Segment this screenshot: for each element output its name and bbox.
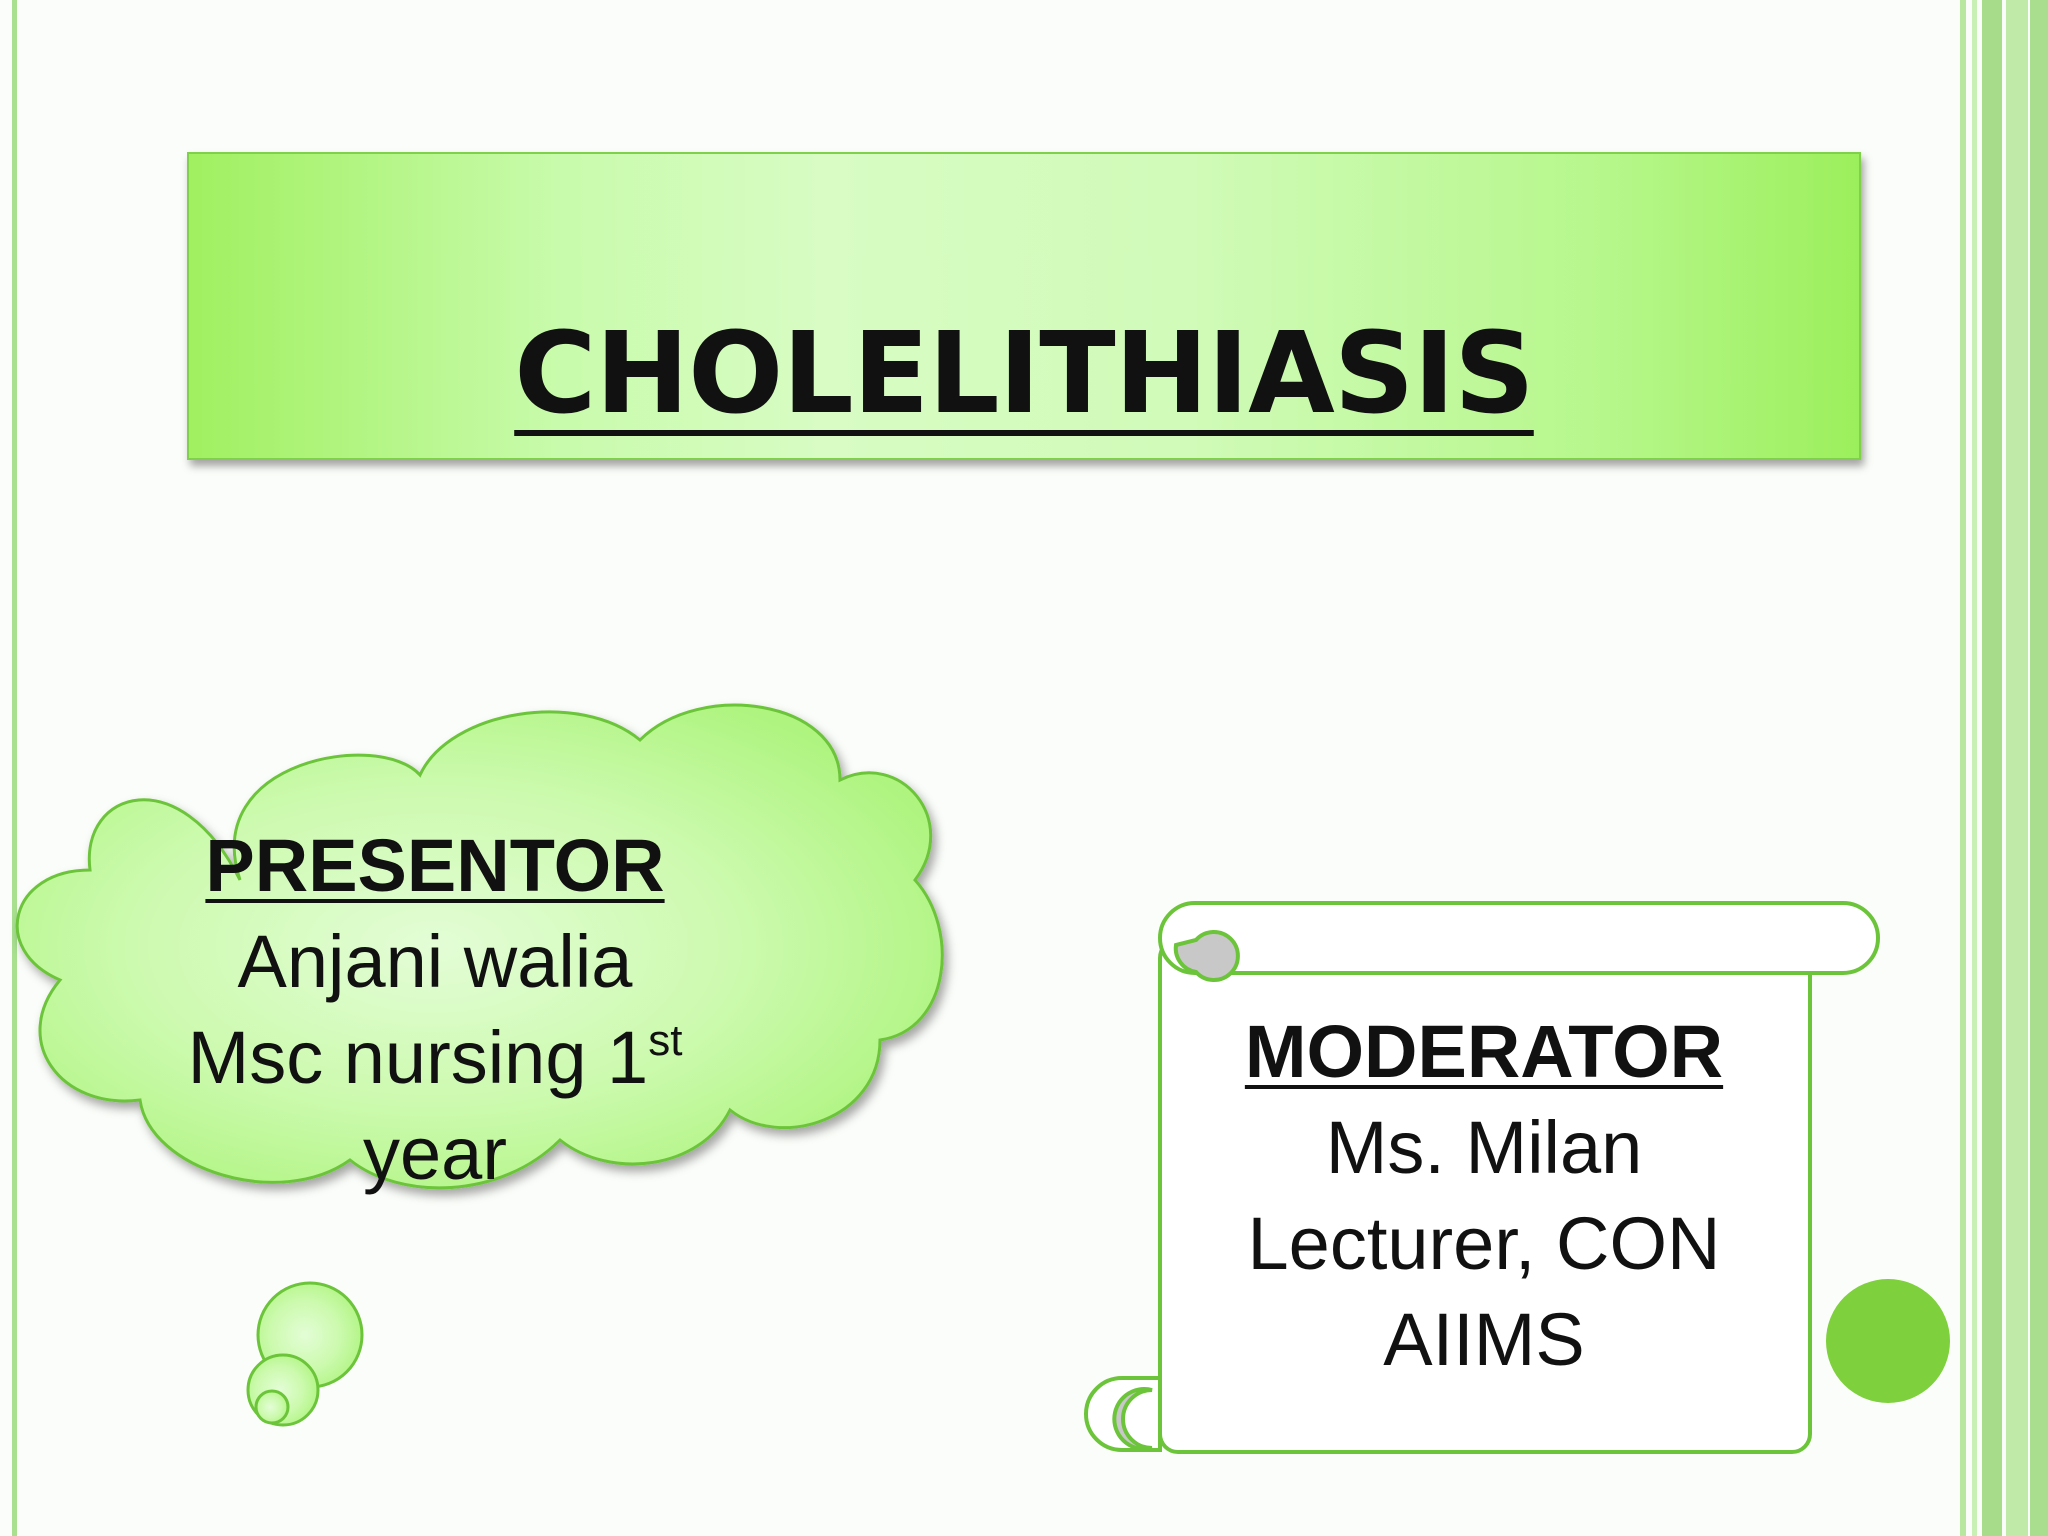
moderator-scroll xyxy=(1084,901,1880,1454)
presenter-course: Msc nursing 1 xyxy=(187,1016,649,1099)
right-border-stripe-1 xyxy=(1960,0,1966,1536)
moderator-position: Lecturer, CON xyxy=(1247,1202,1721,1285)
thought-cloud xyxy=(15,703,944,1190)
presenter-heading: PRESENTOR xyxy=(205,824,665,907)
moderator-heading: MODERATOR xyxy=(1244,1010,1724,1093)
presenter-name: Anjani walia xyxy=(237,920,633,1003)
presenter-course-line: Msc nursing 1st xyxy=(135,1010,735,1106)
right-border-stripe-2 xyxy=(1972,0,1977,1536)
presenter-course-superscript: st xyxy=(648,1016,683,1065)
right-border-stripe-4 xyxy=(2006,0,2028,1536)
moderator-name: Ms. Milan xyxy=(1325,1106,1643,1189)
scroll-curls xyxy=(1112,930,1240,1451)
slide-title: CHOLELITHIASIS xyxy=(514,309,1535,439)
presenter-course-year: year xyxy=(363,1112,507,1195)
moderator-block: MODERATOR Ms. Milan Lecturer, CON AIIMS xyxy=(1184,1004,1784,1388)
presenter-block: PRESENTOR Anjani walia Msc nursing 1st y… xyxy=(135,818,735,1202)
right-border-stripe-5 xyxy=(2030,0,2048,1536)
moderator-institution: AIIMS xyxy=(1383,1298,1585,1381)
accent-circle xyxy=(1826,1279,1950,1403)
title-banner xyxy=(187,152,1861,460)
thought-bubbles xyxy=(246,1281,364,1427)
right-border-stripe-3 xyxy=(1982,0,2002,1536)
left-border-stripe xyxy=(12,0,17,1536)
